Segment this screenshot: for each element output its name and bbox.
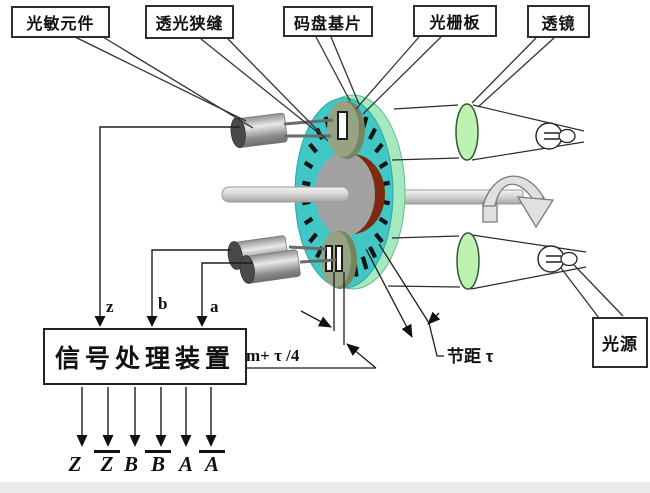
callout-label: 透镜: [541, 15, 576, 33]
callout-light-source: 光源: [592, 317, 648, 368]
leader-lines: [74, 36, 624, 319]
input-arrowheads: [94, 316, 208, 327]
input-signal-a: a: [210, 297, 219, 316]
shaft-left: [221, 186, 350, 203]
sensor-pin: [299, 258, 337, 264]
callout-lens: 透镜: [527, 5, 590, 38]
light-slit-bottom-1: [325, 245, 333, 272]
rotation-arrow-icon: [482, 175, 555, 229]
callout-label: 光敏元件: [26, 16, 95, 33]
pitch-dimension: [365, 243, 444, 357]
callout-grating-plate: 光栅板: [413, 5, 497, 37]
offset-dimension: [243, 272, 377, 369]
output-arrows: [81, 387, 212, 436]
pitch-annotation: 节距 τ: [447, 347, 494, 366]
output-signal-1: Z: [94, 450, 120, 475]
bottom-strip: [0, 482, 650, 493]
callout-photosensitive-element: 光敏元件: [11, 6, 110, 38]
output-signal-4: A: [178, 452, 193, 476]
output-arrowheads: [76, 435, 217, 447]
signal-processor-label: 信号处理装置: [54, 344, 235, 373]
signal-processor-box: 信号处理装置: [43, 328, 247, 385]
output-signal-5: A: [199, 450, 225, 475]
optics-bottom: [387, 234, 587, 290]
light-slit-bottom-2: [335, 245, 343, 272]
output-signal-2: B: [123, 452, 138, 476]
input-signal-z: z: [106, 297, 114, 316]
lens-icon-bottom: [456, 232, 480, 290]
callout-code-disk-substrate: 码盘基片: [283, 6, 373, 37]
callout-label: 光源: [602, 335, 638, 354]
offset-annotation: m+ τ /4: [246, 346, 300, 365]
callout-light-slit: 透光狭缝: [145, 5, 234, 39]
callout-label: 透光狭缝: [155, 16, 224, 33]
output-signal-0: Z: [68, 452, 82, 476]
light-bulb-icon-top: [535, 122, 576, 150]
callout-label: 光栅板: [429, 15, 481, 32]
photosensor-top: [230, 112, 288, 148]
output-signal-3: B: [145, 450, 171, 475]
optics-top: [391, 104, 585, 161]
light-slit-top: [337, 111, 348, 140]
callout-label: 码盘基片: [293, 15, 362, 33]
lens-icon-top: [455, 103, 479, 161]
grating-plate-top: [327, 101, 365, 159]
signal-wires: [99, 126, 252, 317]
light-bulb-icon-bottom: [537, 245, 578, 273]
input-signal-b: b: [158, 294, 168, 313]
sensor-pin: [288, 245, 327, 251]
